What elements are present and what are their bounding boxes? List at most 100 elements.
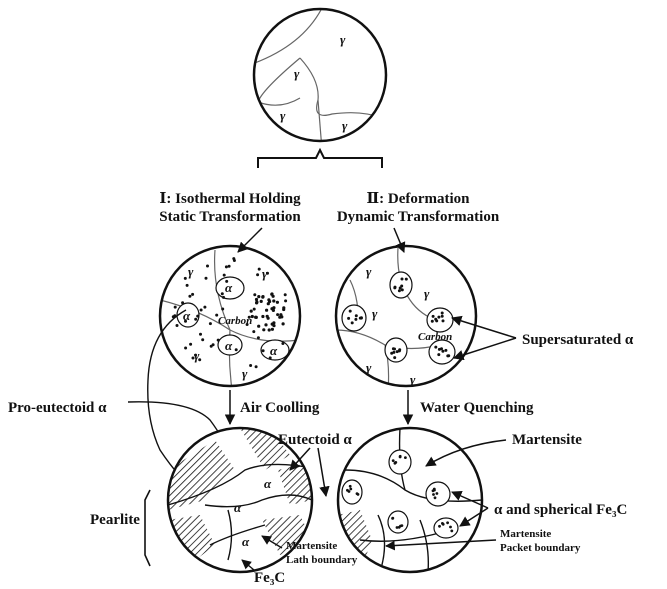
packet-boundary-label: Martensite: [500, 528, 551, 540]
gamma-label: γ: [242, 366, 248, 381]
carbon-dot: [270, 292, 273, 295]
pro-eutectoid-label: Pro-eutectoid α: [8, 400, 107, 416]
alpha-label: α: [270, 343, 278, 358]
carbon-dot: [206, 265, 209, 268]
carbon-dot: [271, 323, 274, 326]
carbon-dot: [255, 301, 258, 304]
austenite-circle: γ γ γ γ: [240, 8, 386, 150]
supersaturated-arrow: [452, 318, 516, 338]
carbon-dot: [349, 310, 352, 313]
carbon-dot: [399, 456, 402, 459]
air-cooling-label: Air Coolling: [240, 400, 320, 416]
carbon-dot: [188, 295, 191, 298]
carbon-dot: [174, 306, 177, 309]
carbon-dot: [442, 319, 445, 322]
carbon-dot: [393, 286, 396, 289]
path-ii-title: Ⅱ: Deformation: [366, 191, 470, 207]
carbon-dot: [184, 347, 187, 350]
pearlite-bracket: [145, 490, 150, 566]
carbon-dot: [189, 343, 192, 346]
carbon-dot: [391, 517, 394, 520]
carbon-dot: [437, 316, 440, 319]
gamma-label: γ: [366, 264, 372, 279]
path-ii-subtitle: Dynamic Transformation: [337, 209, 500, 225]
carbon-dot: [256, 273, 259, 276]
carbon-dot: [284, 293, 287, 296]
carbon-dot: [396, 350, 399, 353]
carbon-dot: [257, 336, 260, 339]
carbon-dot: [284, 299, 287, 302]
alpha-label: α: [234, 500, 242, 515]
carbon-dot: [266, 315, 269, 318]
carbon-dot: [276, 313, 279, 316]
carbon-dot: [261, 296, 264, 299]
carbon-dot: [281, 342, 284, 345]
arrow-path-ii: [394, 228, 404, 252]
carbon-dot: [349, 488, 352, 491]
spherical-fe3c-label: α and spherical Fe₃C: [494, 502, 627, 518]
carbon-dot: [262, 349, 265, 352]
carbon-dot: [221, 292, 224, 295]
carbon-dot: [199, 333, 202, 336]
carbon-dot: [255, 365, 258, 368]
gamma-label: γ: [262, 266, 268, 281]
carbon-label: Carbon: [218, 315, 252, 327]
carbon-dot: [194, 318, 197, 321]
carbon-dot: [349, 485, 352, 488]
carbon-dot: [217, 339, 220, 342]
lath-boundary-label: Martensite: [286, 540, 337, 552]
carbon-dot: [393, 348, 396, 351]
carbon-dot: [276, 301, 279, 304]
carbon-dot: [351, 321, 354, 324]
carbon-dot: [398, 526, 401, 529]
carbon-dot: [196, 315, 199, 318]
carbon-dot: [438, 525, 441, 528]
carbon-dot: [347, 317, 350, 320]
carbon-dot: [401, 278, 404, 281]
carbon-dot: [434, 496, 437, 499]
carbon-dot: [446, 354, 449, 357]
alpha-label: α: [242, 534, 250, 549]
carbon-dot: [434, 346, 437, 349]
carbon-dot: [278, 316, 281, 319]
carbon-dot: [390, 352, 393, 355]
supersaturated-alpha-label: Supersaturated α: [522, 332, 634, 348]
gamma-grain-label: γ: [294, 66, 300, 81]
eutectoid-arrow: [318, 448, 326, 496]
carbon-dot: [441, 350, 444, 353]
carbon-dot: [222, 296, 225, 299]
gamma-label: γ: [424, 286, 430, 301]
carbon-dot: [272, 299, 275, 302]
carbon-dot: [257, 325, 260, 328]
carbon-dot: [261, 315, 264, 318]
carbon-dot: [203, 306, 206, 309]
carbon-dot: [191, 293, 194, 296]
carbon-dot: [186, 284, 189, 287]
carbon-dot: [442, 523, 445, 526]
carbon-dot: [184, 277, 187, 280]
alpha-label: α: [225, 338, 233, 353]
carbon-dot: [272, 309, 275, 312]
carbon-dot: [398, 289, 401, 292]
carbon-dot: [450, 530, 453, 533]
carbon-dot: [441, 315, 444, 318]
gamma-grain-label: γ: [342, 118, 348, 133]
gamma-grain-label: γ: [340, 32, 346, 47]
dynamic-transformation-circle: γ γ γ γ γ Carbon: [336, 246, 476, 390]
carbon-dot: [232, 257, 235, 260]
carbon-dot: [253, 308, 256, 311]
carbon-dot: [436, 492, 439, 495]
carbon-dot: [282, 308, 285, 311]
water-quenching-label: Water Quenching: [420, 400, 534, 416]
carbon-dot: [432, 493, 435, 496]
alpha-label: α: [264, 476, 272, 491]
carbon-dot: [257, 295, 260, 298]
lath-boundary-label: Lath boundary: [286, 554, 358, 566]
carbon-dot: [432, 315, 435, 318]
carbon-dot: [282, 322, 285, 325]
carbon-dot: [360, 316, 363, 319]
carbon-dot: [221, 308, 224, 311]
martensite-label: Martensite: [512, 432, 582, 448]
carbon-dot: [433, 489, 436, 492]
